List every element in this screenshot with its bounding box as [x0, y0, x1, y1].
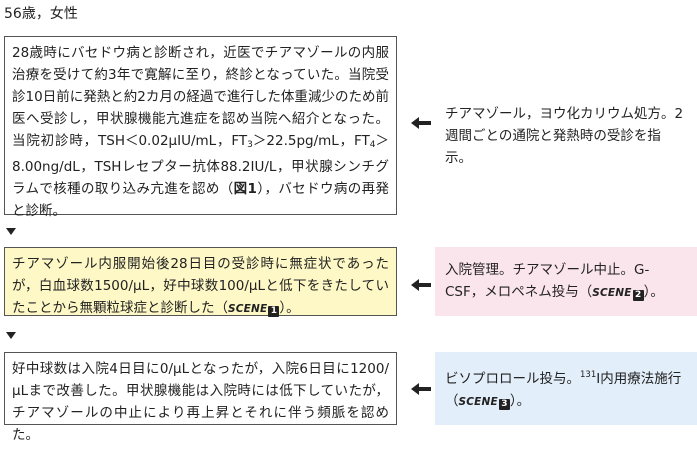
agranulocytosis-box: チアマゾール内服開始後28日目の受診時に無症状であったが，白血球数1500/μL… [4, 247, 397, 317]
history-text: ），バセドウ病の再発と診断。 [12, 181, 389, 219]
treatment-text: ）。 [643, 284, 664, 300]
history-text: 28歳時にバセドウ病と診断され，近医でチアマゾールの内服治療を受けて約3年で寛解… [12, 45, 389, 149]
event-text: ）。 [279, 300, 300, 316]
scene-label: SCENE [458, 396, 498, 408]
scene-label: SCENE [228, 303, 268, 315]
history-text: ＞22.5pg/mL，FT [252, 133, 370, 149]
isotope-superscript: 131 [580, 370, 597, 380]
scene-number-badge: 2 [632, 290, 644, 301]
left-arrow-icon [411, 117, 431, 129]
patient-title: 56歳，女性 [4, 6, 78, 22]
recovery-box: 好中球数は入院4日目に0/μLとなったが，入院6日目に1200/μLまで改善した… [4, 352, 397, 443]
event-text: チアマゾール内服開始後28日目の受診時に無症状であったが，白血球数1500/μL… [12, 256, 389, 316]
treatment-text: ）。 [509, 393, 531, 409]
scene-number-badge: 3 [498, 399, 510, 410]
scene-number-badge: 1 [268, 306, 280, 317]
down-arrow-icon [6, 332, 16, 339]
figure-reference: 図1 [233, 181, 257, 197]
history-text: ＞8.00ng/dL，TSHレセプター抗体88.2IU/L，甲状腺シンチグラムで… [12, 133, 389, 197]
left-arrow-icon [411, 383, 431, 395]
history-box: 28歳時にバセドウ病と診断され，近医でチアマゾールの内服治療を受けて約3年で寛解… [4, 36, 397, 219]
treatment-step-1: チアマゾール，ヨウ化カリウム処方。2週間ごとの通院と発熱時の受診を指示。 [435, 95, 697, 166]
ft3-subscript: 3 [247, 140, 253, 150]
treatment-text: I内用療法施行（ [445, 371, 682, 409]
scene-label: SCENE [592, 287, 632, 299]
down-arrow-icon [6, 228, 16, 235]
left-arrow-icon [411, 279, 431, 291]
treatment-text: ビソプロロール投与。 [445, 371, 580, 387]
treatment-text: 入院管理。チアマゾール中止。G-CSF，メロペネム投与（ [445, 262, 650, 300]
ft4-subscript: 4 [369, 140, 376, 150]
